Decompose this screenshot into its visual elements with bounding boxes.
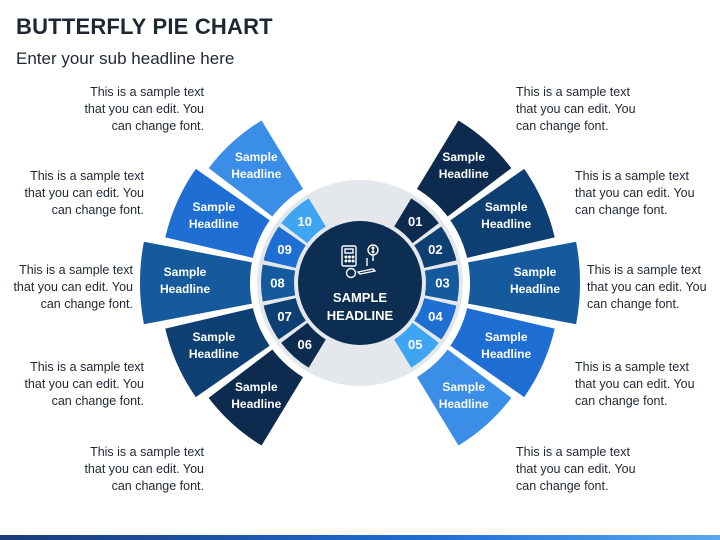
wing-segment-left-4: [165, 308, 270, 398]
segment-number-09: 09: [277, 242, 291, 257]
wing-segment-right-2-headline-line1: Sample: [485, 200, 528, 214]
right-note-3: This is a sample text that you can edit.…: [587, 263, 707, 311]
left-note-5: This is a sample text that you can edit.…: [84, 445, 204, 493]
segment-number-04: 04: [428, 309, 443, 324]
wing-segment-left-5-headline-line2: Headline: [231, 397, 281, 411]
outer-segments: SampleHeadlineSampleHeadlineSampleHeadli…: [139, 120, 580, 446]
wing-segment-right-3-headline-line2: Headline: [510, 282, 560, 296]
wing-segment-right-4-headline-line1: Sample: [485, 330, 528, 344]
wing-segment-right-3: [468, 241, 580, 325]
wing-segment-left-1-headline-line1: Sample: [235, 150, 278, 164]
wing-segment-left-3-headline-line1: Sample: [164, 265, 207, 279]
wing-segment-left-1: [208, 120, 304, 217]
segment-number-07: 07: [277, 309, 291, 324]
wing-segment-left-3-headline-line2: Headline: [160, 282, 210, 296]
page-subtitle: Enter your sub headline here: [16, 49, 235, 68]
inner-segment-right-1: [394, 198, 439, 244]
right-note-5: This is a sample text that you can edit.…: [516, 445, 636, 493]
calculator-coin-pen-icon: [341, 244, 379, 279]
inner-segments: 01 10 02 09 03 08 04 07 05 06: [261, 198, 459, 368]
inner-segment-right-5: [394, 322, 439, 368]
inner-segment-right-2: [414, 226, 457, 268]
wing-segment-right-5-headline-line2: Headline: [439, 397, 489, 411]
wing-segment-right-5-headline-line1: Sample: [442, 380, 485, 394]
wing-segment-left-2: [165, 168, 270, 258]
inner-segment-right-4: [414, 298, 457, 340]
center-headline-line2: HEADLINE: [327, 308, 394, 323]
left-note-1: This is a sample text that you can edit.…: [84, 85, 204, 133]
left-note-4: This is a sample text that you can edit.…: [24, 360, 144, 408]
wing-segment-right-1: [416, 120, 512, 217]
inner-segment-right-3: [424, 264, 459, 302]
inner-segment-left-4: [263, 298, 306, 340]
wing-segment-left-2-headline-line1: Sample: [192, 200, 235, 214]
wing-segment-right-2-headline-line2: Headline: [481, 217, 531, 231]
inner-segment-left-5: [281, 322, 326, 368]
wing-segment-right-3-headline-line1: Sample: [514, 265, 557, 279]
wing-segment-left-4-headline-line1: Sample: [192, 330, 235, 344]
wing-segment-right-5: [416, 349, 512, 446]
wing-segment-left-5: [208, 349, 304, 446]
wing-segment-left-1-headline-line2: Headline: [231, 167, 281, 181]
wing-segment-right-4: [450, 308, 555, 398]
wing-segment-right-2: [450, 168, 555, 258]
right-note-2: This is a sample text that you can edit.…: [575, 169, 695, 217]
wing-segment-left-2-headline-line2: Headline: [189, 217, 239, 231]
bottom-accent-bar: [0, 535, 720, 540]
left-note-2: This is a sample text that you can edit.…: [24, 169, 144, 217]
segment-number-05: 05: [408, 337, 422, 352]
segment-number-08: 08: [270, 276, 284, 291]
segment-number-10: 10: [298, 214, 312, 229]
segment-number-02: 02: [428, 242, 442, 257]
page-title: BUTTERFLY PIE CHART: [16, 14, 273, 39]
wing-segment-right-1-headline-line1: Sample: [442, 150, 485, 164]
segment-number-06: 06: [298, 337, 312, 352]
right-note-4: This is a sample text that you can edit.…: [575, 360, 695, 408]
wing-segment-right-4-headline-line2: Headline: [481, 347, 531, 361]
inner-segment-left-3: [261, 264, 296, 302]
wing-segment-left-5-headline-line1: Sample: [235, 380, 278, 394]
inner-segment-left-1: [281, 198, 326, 244]
wing-segment-left-3: [139, 241, 252, 325]
left-note-3: This is a sample text that you can edit.…: [13, 263, 133, 311]
center-circle: [298, 221, 422, 345]
center-headline-line1: SAMPLE: [333, 290, 388, 305]
inner-segment-left-2: [263, 226, 306, 268]
wing-segment-left-4-headline-line2: Headline: [189, 347, 239, 361]
segment-number-03: 03: [435, 276, 449, 291]
right-note-1: This is a sample text that you can edit.…: [516, 85, 636, 133]
segment-number-01: 01: [408, 214, 422, 229]
wing-segment-right-1-headline-line2: Headline: [439, 167, 489, 181]
